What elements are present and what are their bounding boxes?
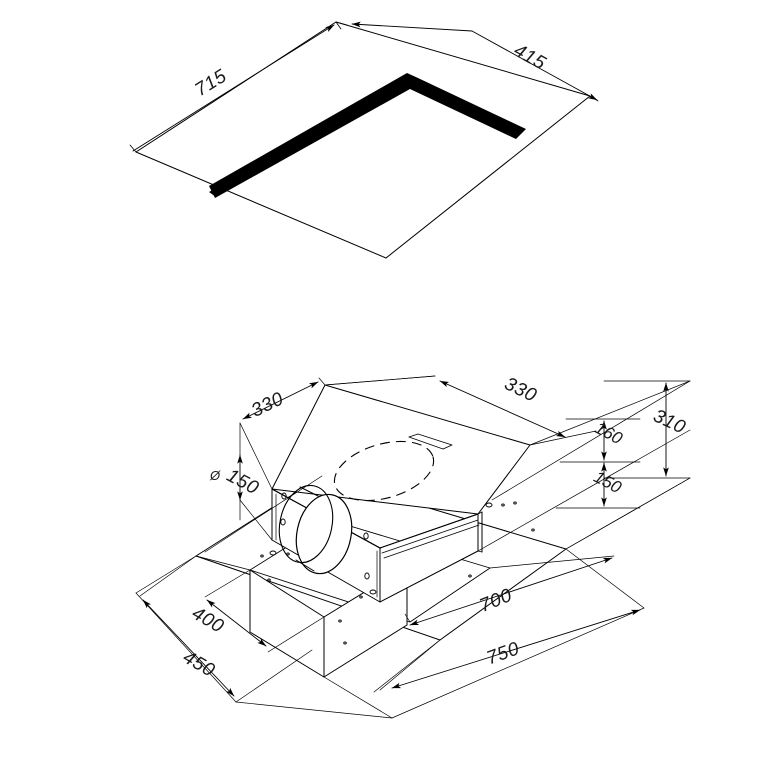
dimension-160 <box>559 418 641 463</box>
hole-f-1 <box>485 502 493 508</box>
motor-box-rib-1 <box>381 519 479 554</box>
proj-line-9 <box>565 477 691 550</box>
mounting-tab-outline <box>408 433 453 450</box>
dim-line-715 <box>132 24 335 152</box>
dimension-label-400: 400 <box>188 603 227 638</box>
motor-box-rear-top-connector <box>477 511 483 515</box>
hole-ml-1 <box>281 492 287 500</box>
proj-line-10 <box>529 380 691 446</box>
duct-collar-tangent-bottom <box>295 559 315 572</box>
ext-450-b <box>235 649 313 703</box>
guide-line-mid <box>477 429 691 552</box>
hole-f-4 <box>260 554 264 558</box>
ext-330r-b <box>529 430 597 446</box>
dimension-label-330-left: 330 <box>248 388 287 421</box>
dimension-310 <box>603 380 691 479</box>
dim-line-415 <box>471 30 598 101</box>
hole-ml-3 <box>363 532 369 540</box>
ext-line-415-start <box>335 21 348 26</box>
hole-ml-2 <box>280 518 286 526</box>
ext-d150-lower <box>239 499 273 541</box>
mounting-tab <box>408 433 453 450</box>
recessed-slot-band-shadow <box>209 73 526 198</box>
guide-line-upper <box>491 380 691 501</box>
duct-collar-inner-ellipse <box>278 484 334 564</box>
dim-330l <box>242 381 319 420</box>
duct-collar <box>278 484 353 575</box>
hole-ml-4 <box>364 572 370 580</box>
dimension-label-330-right: 330 <box>501 373 540 406</box>
motor-box-rib-2 <box>383 524 480 559</box>
hole-f-11 <box>267 578 271 582</box>
duct-collar-outer-ellipse <box>295 493 353 575</box>
dimension-415 <box>335 21 599 102</box>
dimension-150-height <box>555 462 641 509</box>
dimension-label-750: 750 <box>484 638 522 669</box>
motor-box-edge-b <box>379 513 479 549</box>
ext-750-b <box>565 548 645 609</box>
motor-aperture-dashed-circle <box>333 440 435 502</box>
dim-750-line <box>391 609 641 689</box>
ext-400-a <box>204 569 251 598</box>
ext-line-715-end <box>335 21 342 30</box>
dimension-label-415: 415 <box>510 40 549 74</box>
proj-line-11 <box>324 375 436 386</box>
motor-box-rear-bot-connector <box>477 550 483 553</box>
ext-450-a <box>139 555 197 597</box>
diameter-symbol: Ø <box>209 468 221 483</box>
top-view-group <box>129 21 599 259</box>
proj-line-8 <box>391 607 645 719</box>
dim-450-line <box>142 599 235 697</box>
proj-line-1 <box>135 555 197 594</box>
dimension-label-150-height: 150 <box>591 467 625 497</box>
proj-line-2 <box>373 639 441 693</box>
dim-line-415-b <box>351 21 473 32</box>
ext-line-715-start <box>129 144 137 153</box>
dimension-715 <box>129 21 342 153</box>
fastener-holes-flange <box>260 501 535 645</box>
main-view-group <box>135 375 691 719</box>
proj-line-6 <box>135 592 237 703</box>
hole-f-10 <box>343 641 347 645</box>
ext-330l-a <box>239 422 273 490</box>
fastener-holes-motor-left <box>280 492 370 580</box>
dimension-450 <box>139 555 313 703</box>
dimension-label-diameter-150: 150 <box>223 465 262 499</box>
hole-f-2 <box>501 503 505 507</box>
dimension-diameter-150 <box>237 422 273 541</box>
hole-f-7 <box>369 589 377 595</box>
dimension-330-left <box>239 377 326 490</box>
hole-f-6 <box>286 552 290 556</box>
proj-line-4 <box>204 519 255 553</box>
ext-400-b <box>267 616 325 653</box>
hole-f-8 <box>359 595 363 599</box>
hole-f-5 <box>269 550 277 556</box>
ext-330l-b <box>318 377 326 386</box>
dim-330r <box>439 380 566 438</box>
hole-f-12 <box>531 528 535 532</box>
proj-line-3 <box>253 475 323 521</box>
proj-line-5 <box>323 676 393 719</box>
dimension-label-310: 310 <box>650 405 689 438</box>
dimension-750 <box>379 548 645 691</box>
hole-f-9 <box>338 619 342 623</box>
proj-line-7 <box>235 701 393 719</box>
hole-f-3 <box>513 501 517 505</box>
flange-edge-left <box>195 555 251 571</box>
mounting-tab-edge <box>408 436 444 450</box>
